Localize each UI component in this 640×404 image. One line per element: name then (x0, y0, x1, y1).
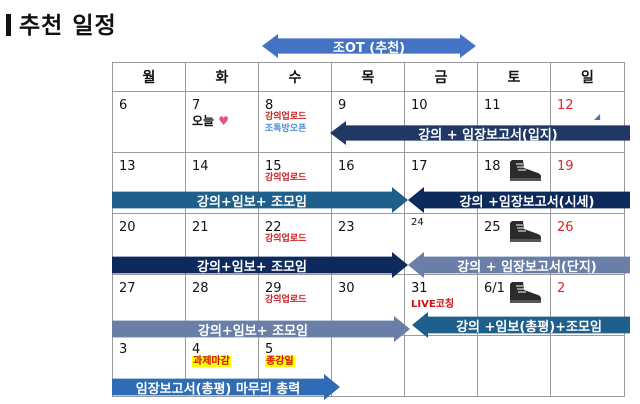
shoe-icon (508, 279, 542, 309)
cell-event: 강의업로드 (265, 112, 307, 122)
day-number: 23 (338, 220, 355, 235)
day-number: 22 (265, 220, 282, 235)
day-cell (404, 335, 478, 397)
day-number: 11 (484, 98, 501, 113)
weekday-thu: 목 (331, 62, 405, 92)
schedule-arrow: 조OT (추천) (262, 34, 476, 58)
day-number: 18 (484, 159, 501, 174)
day-number: 5 (265, 342, 274, 357)
day-number: 19 (557, 159, 574, 174)
day-number: 29 (265, 281, 282, 296)
day-number: 24 (411, 217, 424, 228)
deadline-label: 과제마감 (192, 356, 231, 368)
shoe-icon (508, 218, 542, 248)
day-number: 30 (338, 281, 355, 296)
cell-event: 강의업로드 (265, 173, 307, 183)
day-number: 21 (192, 220, 209, 235)
day-number: 2 (557, 281, 566, 296)
today-text: 오늘 (192, 114, 215, 128)
day-cell: 6 (112, 91, 186, 153)
day-number: 14 (192, 159, 209, 174)
day-number: 20 (119, 220, 136, 235)
day-number: 3 (119, 342, 128, 357)
arrow-label: 강의+임보+ 조모임 (196, 259, 308, 275)
day-cell: 10 (404, 91, 478, 153)
weekday-mon: 월 (112, 62, 186, 92)
weekday-header-row: 월 화 수 목 금 토 일 (112, 62, 625, 92)
arrow-label: 조OT (추천) (332, 40, 406, 56)
weekday-tue: 화 (185, 62, 259, 92)
day-number: 25 (484, 220, 501, 235)
day-number: 12 (557, 98, 574, 113)
arrow-label: 강의 + 임장보고서(입지) (418, 127, 558, 143)
day-cell: 9 (331, 91, 405, 153)
arrow-label: 강의+임보+ 조모임 (196, 194, 308, 210)
day-number: 10 (411, 98, 428, 113)
cell-event: 강의업로드 (265, 295, 307, 305)
day-number: 17 (411, 159, 428, 174)
shoe-icon (508, 157, 542, 187)
arrow-label: 임장보고서(총평) 마무리 총력 (135, 381, 301, 397)
today-label: 오늘 ♥ (192, 112, 229, 129)
day-number: 7 (192, 98, 201, 113)
cell-event: 강의업로드 (265, 234, 307, 244)
mouse-cursor-icon: ◢ (594, 112, 601, 121)
arrow-label: 강의 + 임장보고서(단지) (457, 259, 597, 275)
day-number: 6/1 (484, 281, 505, 296)
day-cell: 11 (477, 91, 551, 153)
day-number: 13 (119, 159, 136, 174)
weekday-sun: 일 (550, 62, 625, 92)
day-number: 28 (192, 281, 209, 296)
day-number: 26 (557, 220, 574, 235)
day-cell (477, 335, 551, 397)
live-coaching-label: LIVE코칭 (411, 299, 455, 310)
highlight-text: 종강일 (265, 356, 295, 367)
title-text: 추천 일정 (19, 13, 117, 39)
arrow-label: 강의 +임보(총평)+조모임 (456, 319, 602, 335)
day-cell (550, 335, 625, 397)
day-number: 15 (265, 159, 282, 174)
day-number: 4 (192, 342, 201, 357)
day-number: 6 (119, 98, 128, 113)
day-number: 9 (338, 98, 347, 113)
title-bar (6, 14, 11, 36)
weekday-wed: 수 (258, 62, 332, 92)
day-number: 8 (265, 98, 274, 113)
arrow-label: 강의+임보+ 조모임 (197, 323, 309, 339)
page-title: 추천 일정 (6, 6, 117, 40)
day-cell: 12 (550, 91, 625, 153)
weekday-sat: 토 (477, 62, 551, 92)
day-number: 31 (411, 281, 428, 296)
day-number: 27 (119, 281, 136, 296)
day-number: 16 (338, 159, 355, 174)
cell-event: 조톡방오픈 (265, 124, 307, 134)
weekday-fri: 금 (404, 62, 478, 92)
highlight-text: 과제마감 (192, 356, 231, 367)
heart-icon: ♥ (214, 114, 230, 128)
day-cell (331, 335, 405, 397)
deadline-label: 종강일 (265, 356, 295, 368)
arrow-label: 강의 +임장보고서(시세) (459, 194, 595, 210)
